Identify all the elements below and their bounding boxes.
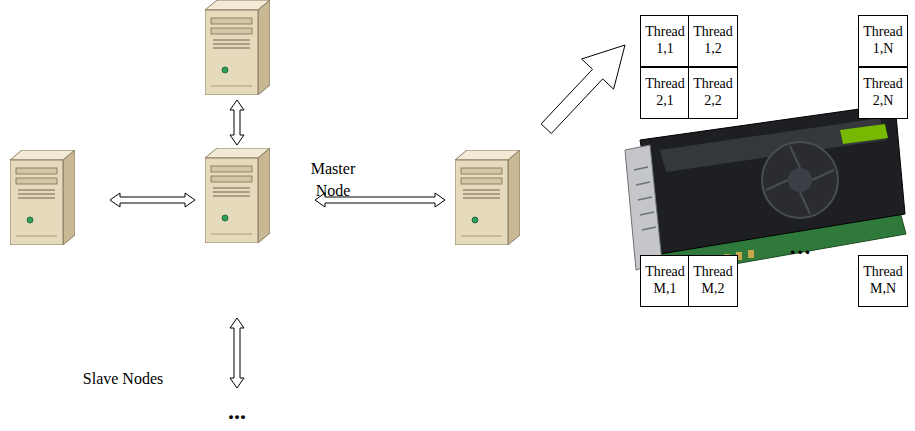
thread-cell: Thread 1,2 xyxy=(688,15,738,67)
thread-cell: Thread 1,N xyxy=(858,15,908,67)
thread-cell: Thread 2,N xyxy=(858,67,908,119)
thread-cell: Thread M,1 xyxy=(640,255,690,307)
thread-label: Thread M,2 xyxy=(689,264,737,298)
group-label: Slave Nodes xyxy=(68,368,178,390)
thread-cell: Thread 2,2 xyxy=(688,67,738,119)
thread-label: Thread M,1 xyxy=(641,264,689,298)
thread-label: Thread 1,1 xyxy=(641,24,689,58)
thread-label: Thread 2,1 xyxy=(641,76,689,110)
thread-cell: Thread M,2 xyxy=(688,255,738,307)
thread-cell: Thread 2,1 xyxy=(640,67,690,119)
thread-label: Thread 2,2 xyxy=(689,76,737,110)
ellipsis: ... xyxy=(212,395,262,427)
server-icon xyxy=(455,150,520,245)
thread-label: Thread 2,N xyxy=(859,76,907,110)
thread-label: Thread 1,2 xyxy=(689,24,737,58)
thread-label: Thread M,N xyxy=(859,264,907,298)
pointer-arrow xyxy=(541,45,625,134)
server-icon xyxy=(10,150,75,245)
server-icon xyxy=(205,0,270,95)
thread-cell: Thread M,N xyxy=(858,255,908,307)
thread-label: Thread 1,N xyxy=(859,24,907,58)
server-icon xyxy=(205,148,270,243)
gpu-card xyxy=(625,104,906,276)
double-arrow xyxy=(110,100,445,388)
node-label: Master Node xyxy=(302,158,364,201)
thread-cell: Thread 1,1 xyxy=(640,15,690,67)
ellipsis: … xyxy=(775,232,825,262)
